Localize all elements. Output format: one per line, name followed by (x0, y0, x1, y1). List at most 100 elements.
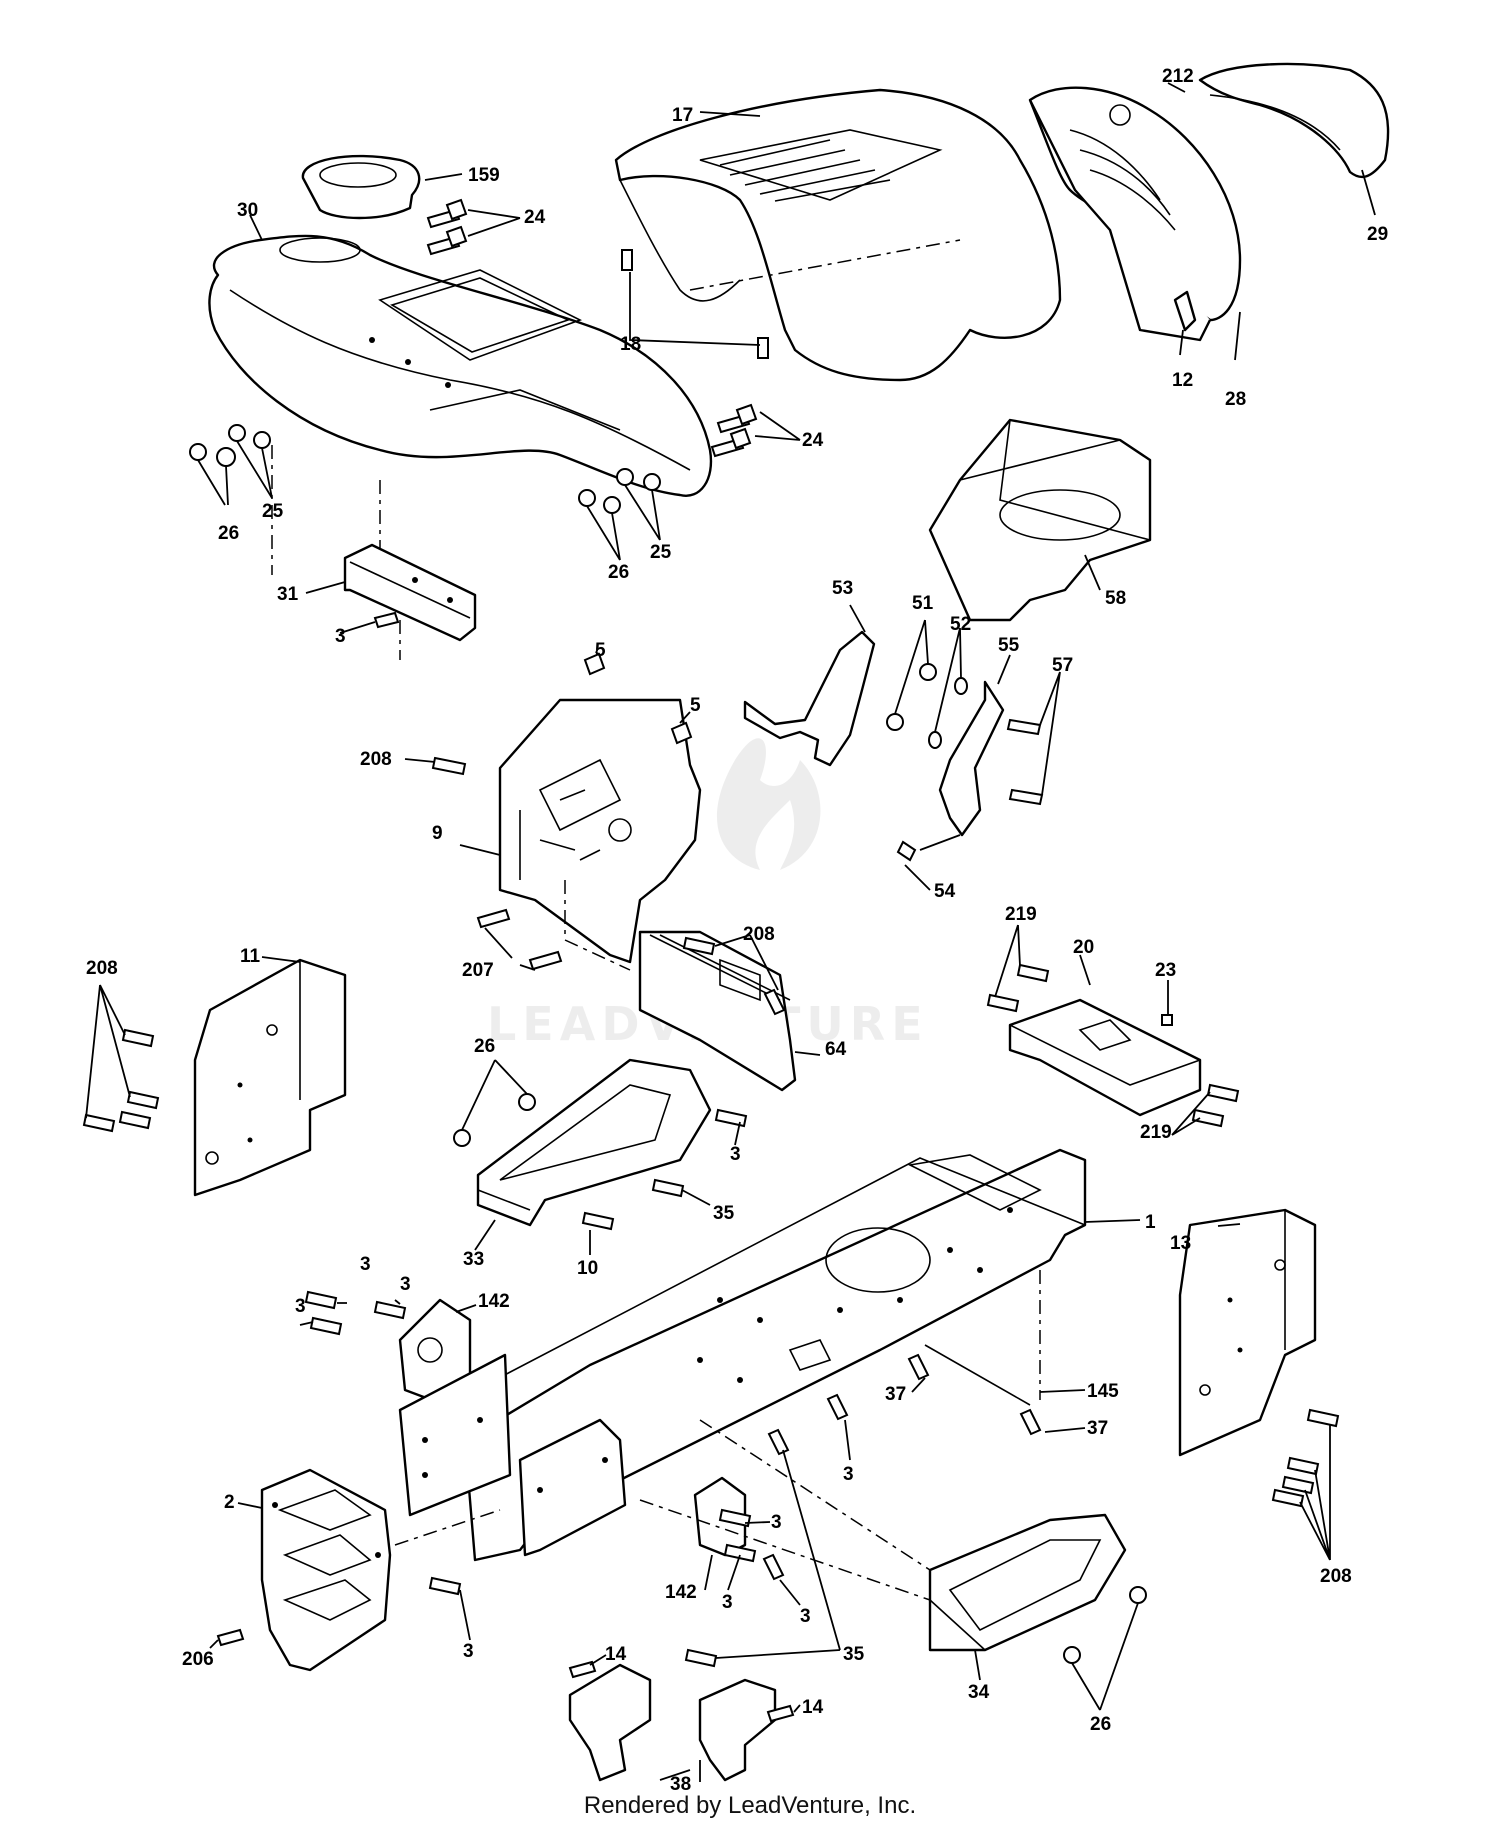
part-12-latch (1173, 290, 1197, 332)
part-labels: 17 212 29 159 30 24 18 12 28 24 25 26 25… (86, 66, 1388, 1795)
label-3-front: 3 (463, 1641, 474, 1662)
label-34: 34 (968, 1682, 990, 1703)
leader-38 (659, 1760, 701, 1782)
label-55: 55 (998, 635, 1020, 656)
screw-3-frame (826, 1393, 849, 1421)
label-3-left-a: 3 (360, 1254, 371, 1275)
leader-142-b (704, 1554, 713, 1591)
label-3-mid-b: 3 (722, 1592, 733, 1613)
label-208-dash: 208 (360, 749, 392, 770)
screw-14-b (766, 1704, 795, 1723)
leader-3-left-cluster (299, 1299, 401, 1326)
leader-53 (849, 604, 866, 633)
leader-25-26-right (586, 484, 661, 561)
leader-17 (699, 111, 761, 117)
label-159: 159 (468, 165, 500, 186)
screw-14-a (568, 1660, 597, 1679)
label-54: 54 (934, 881, 956, 902)
leader-212 (1167, 82, 1186, 93)
leader-159 (424, 173, 463, 181)
leader-206 (209, 1639, 219, 1649)
part-20-plate (1008, 998, 1202, 1117)
leader-25-26-left (197, 440, 273, 506)
centerline-2 (394, 1509, 501, 1546)
leader-64 (794, 1051, 821, 1056)
leader-24-lower (754, 411, 801, 441)
leader-55 (997, 654, 1011, 685)
part-29-headlight-lens (1198, 62, 1390, 179)
label-3-left-b: 3 (400, 1274, 411, 1295)
leader-3-footrest (734, 1121, 741, 1146)
screw-207-a (476, 908, 511, 929)
label-33: 33 (463, 1249, 484, 1270)
part-2-front-bracket (260, 1468, 392, 1672)
leader-33 (474, 1219, 496, 1251)
label-26-left: 26 (218, 523, 239, 544)
label-26-footrest-right: 26 (1090, 1714, 1111, 1735)
leader-34 (974, 1649, 981, 1681)
label-17: 17 (672, 105, 693, 126)
part-18-clips (621, 249, 769, 359)
label-208-64: 208 (743, 924, 775, 945)
label-64: 64 (825, 1039, 847, 1060)
leader-58 (1084, 554, 1101, 591)
part-30-dash-panel (208, 234, 713, 497)
part-9-dash-panel (498, 698, 702, 971)
part-11-side-panel (193, 958, 347, 1197)
label-51: 51 (912, 593, 934, 614)
label-3-left-c: 3 (295, 1296, 306, 1317)
bolt-37-a (907, 1353, 930, 1381)
bolt-35-a (651, 1178, 685, 1198)
label-142-a: 142 (478, 1291, 510, 1312)
label-23: 23 (1155, 960, 1176, 981)
part-55-bracket (938, 680, 1005, 837)
leader-219-a (994, 924, 1021, 998)
part-33-footrest-left (476, 1058, 712, 1227)
label-5-a: 5 (595, 640, 606, 661)
frame-mid-bracket (518, 1418, 627, 1557)
leader-30 (249, 214, 263, 241)
label-3-mid-c: 3 (800, 1606, 811, 1627)
label-18: 18 (620, 334, 641, 355)
part-64-bracket (638, 930, 797, 1092)
label-212: 212 (1162, 66, 1194, 87)
leader-51 (894, 619, 929, 715)
label-5-b: 5 (690, 695, 701, 716)
frame-rear-plate (398, 1353, 512, 1517)
part-145-rod (924, 1344, 1031, 1406)
leader-29 (1361, 169, 1376, 216)
leader-52 (934, 627, 962, 733)
label-145: 145 (1087, 1381, 1119, 1402)
label-31: 31 (277, 584, 299, 605)
label-219-lower: 219 (1140, 1122, 1172, 1143)
bolt-35-b (767, 1428, 790, 1456)
leader-9 (459, 844, 501, 856)
label-3-bracket: 3 (335, 626, 346, 647)
part-34-footrest-right (928, 1513, 1127, 1652)
label-24-lower: 24 (802, 430, 824, 451)
leader-219-b (1171, 1091, 1211, 1136)
nut-26-c (1129, 1586, 1147, 1604)
leader-26-footrest-right (1071, 1602, 1139, 1711)
leader-20 (1079, 954, 1091, 986)
part-159-cup-holder (301, 154, 421, 220)
part-53-bracket (743, 630, 876, 767)
leader-208-left (85, 984, 131, 1119)
leader-3-bracket (339, 621, 376, 634)
nut-26-a (518, 1093, 536, 1111)
leader-207 (484, 927, 536, 971)
leader-142-a (455, 1304, 477, 1313)
label-35-b: 35 (843, 1644, 865, 1665)
label-30: 30 (237, 200, 258, 221)
nut-26-b (453, 1129, 471, 1147)
screws-3-mid-cluster (718, 1508, 785, 1581)
leader-13 (1217, 1223, 1241, 1227)
leader-208-right (1299, 1425, 1331, 1561)
screw-208-dash (431, 756, 467, 776)
label-37-a: 37 (885, 1384, 906, 1405)
part-38-brackets (568, 1663, 777, 1782)
label-14-b: 14 (802, 1697, 824, 1718)
label-9: 9 (432, 823, 443, 844)
label-37-b: 37 (1087, 1418, 1108, 1439)
